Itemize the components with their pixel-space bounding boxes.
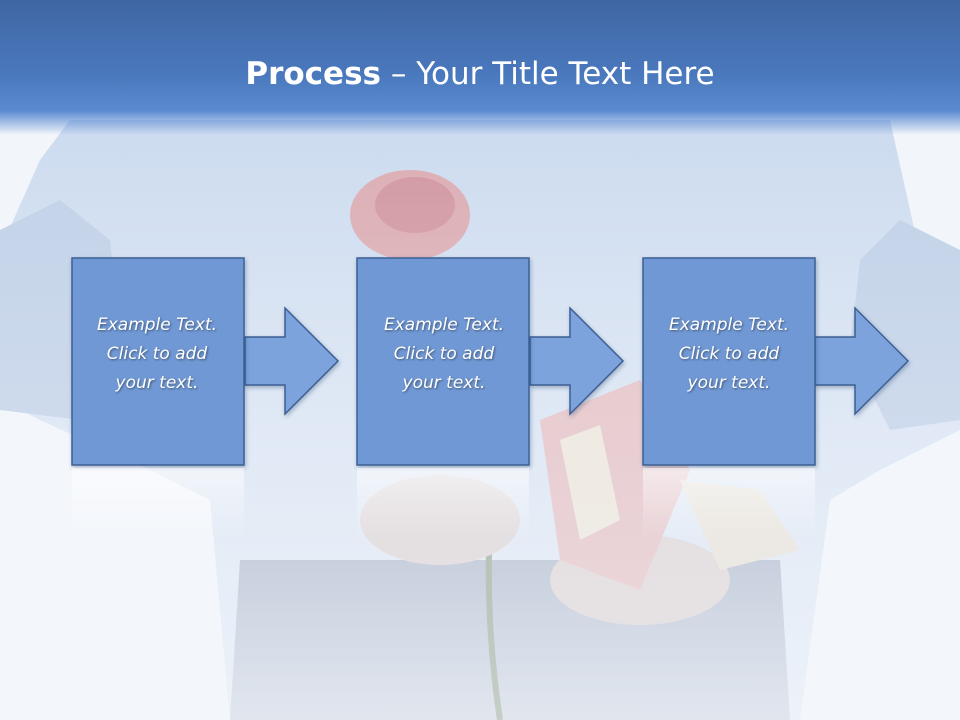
step-2-reflection — [357, 468, 529, 538]
step-3-line-3: your text. — [687, 373, 771, 393]
step-1-box[interactable] — [71, 257, 245, 466]
step-2-text[interactable]: Example Text. Click to add your text. — [359, 311, 529, 398]
step-2-line-3: your text. — [402, 373, 486, 393]
process-step-3[interactable] — [642, 257, 910, 538]
step-1-reflection — [72, 468, 244, 538]
step-2-arrow[interactable] — [529, 306, 625, 416]
step-1-line-3: your text. — [115, 373, 199, 393]
step-1-arrow[interactable] — [244, 306, 340, 416]
step-2-line-2: Click to add — [393, 344, 495, 364]
step-1-line-1: Example Text. — [96, 315, 218, 335]
step-3-box[interactable] — [642, 257, 816, 466]
step-1-line-2: Click to add — [106, 344, 208, 364]
step-3-line-1: Example Text. — [668, 315, 790, 335]
step-1-text[interactable]: Example Text. Click to add your text. — [72, 311, 242, 398]
step-3-text[interactable]: Example Text. Click to add your text. — [644, 311, 814, 398]
page-title[interactable]: Process – Your Title Text Here — [0, 50, 960, 98]
step-2-box[interactable] — [356, 257, 530, 466]
step-3-reflection — [643, 468, 815, 538]
title-bar — [0, 0, 960, 135]
process-step-1[interactable] — [71, 257, 340, 538]
title-bold-text: Process — [245, 56, 381, 92]
step-3-line-2: Click to add — [678, 344, 780, 364]
process-step-2[interactable] — [356, 257, 625, 538]
step-3-arrow[interactable] — [814, 306, 910, 416]
title-rest-text: – Your Title Text Here — [381, 56, 715, 92]
step-2-line-1: Example Text. — [383, 315, 505, 335]
